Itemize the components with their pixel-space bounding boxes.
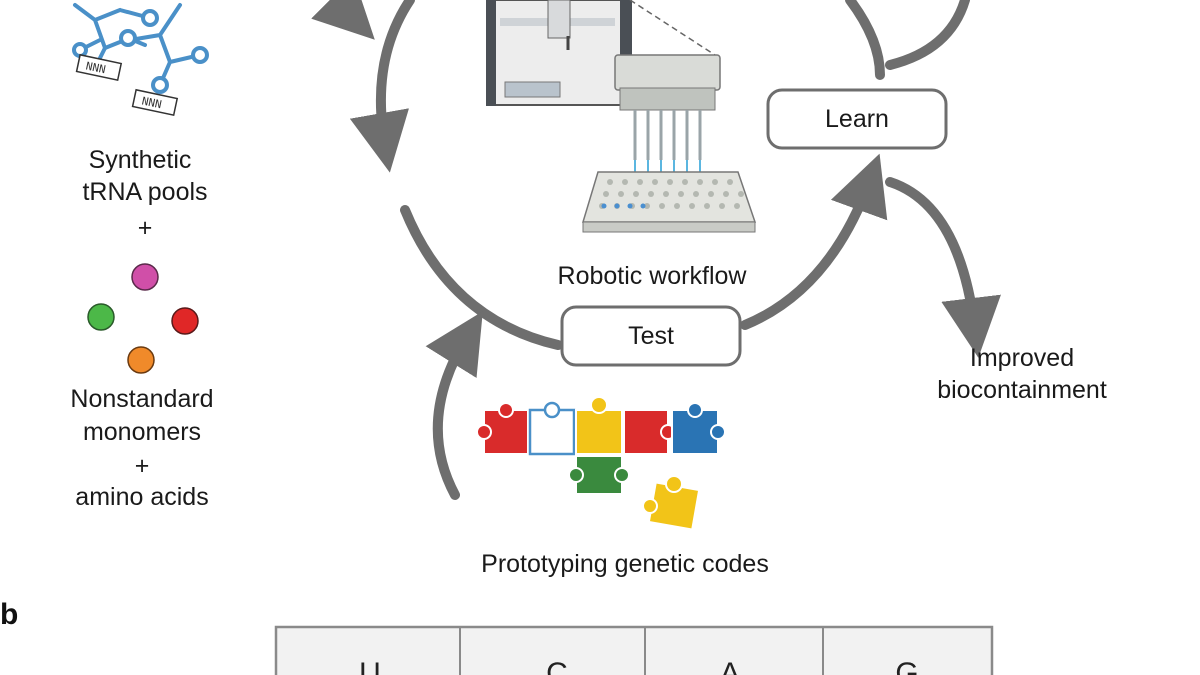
puzzle-pieces-icon: [476, 396, 726, 531]
learn-label: Learn: [825, 105, 889, 133]
puzzle-piece-white: [528, 401, 576, 456]
puzzle-piece-red: [476, 402, 529, 455]
puzzle-piece-yellow-loose: [642, 475, 701, 531]
anticodon-text: NNN: [85, 59, 107, 76]
monomers-label: monomers: [83, 418, 201, 446]
plus-sign-2: +: [135, 452, 150, 480]
panel-b-label: b: [0, 598, 18, 631]
puzzle-piece-blue: [671, 402, 726, 455]
trna-pools-label: tRNA pools: [82, 178, 207, 206]
codon-header-u: U: [359, 657, 381, 675]
puzzle-piece-yellow: [575, 396, 623, 455]
learn-box: Learn: [766, 88, 948, 150]
puzzle-piece-red-2: [623, 409, 676, 455]
trna-pool-icon: [72, 3, 209, 94]
plus-sign-1: +: [138, 214, 153, 242]
robotic-workflow-label: Robotic workflow: [558, 262, 748, 290]
cycle-arrows: [311, 0, 1001, 500]
test-box: Test: [560, 305, 742, 367]
anticodon-tag-2: NNN: [131, 88, 179, 117]
anticodon-text: NNN: [141, 94, 163, 111]
amino-acids-label: amino acids: [75, 483, 208, 511]
nonstandard-label: Nonstandard: [70, 385, 213, 413]
prototyping-label: Prototyping genetic codes: [481, 550, 769, 578]
puzzle-piece-green: [568, 455, 630, 495]
biocontainment-label: biocontainment: [937, 376, 1107, 404]
codon-header-a: A: [720, 657, 740, 675]
monomer-dots: [87, 263, 199, 374]
robot-icon: [486, 0, 721, 178]
improved-label: Improved: [970, 344, 1074, 372]
microplate-icon: [581, 171, 757, 233]
codon-header-g: G: [895, 657, 918, 675]
test-label: Test: [628, 322, 674, 350]
codon-table: U C A G: [274, 625, 994, 675]
synthetic-label: Synthetic: [89, 146, 192, 174]
codon-header-c: C: [546, 657, 568, 675]
anticodon-tag-1: NNN: [75, 53, 123, 82]
